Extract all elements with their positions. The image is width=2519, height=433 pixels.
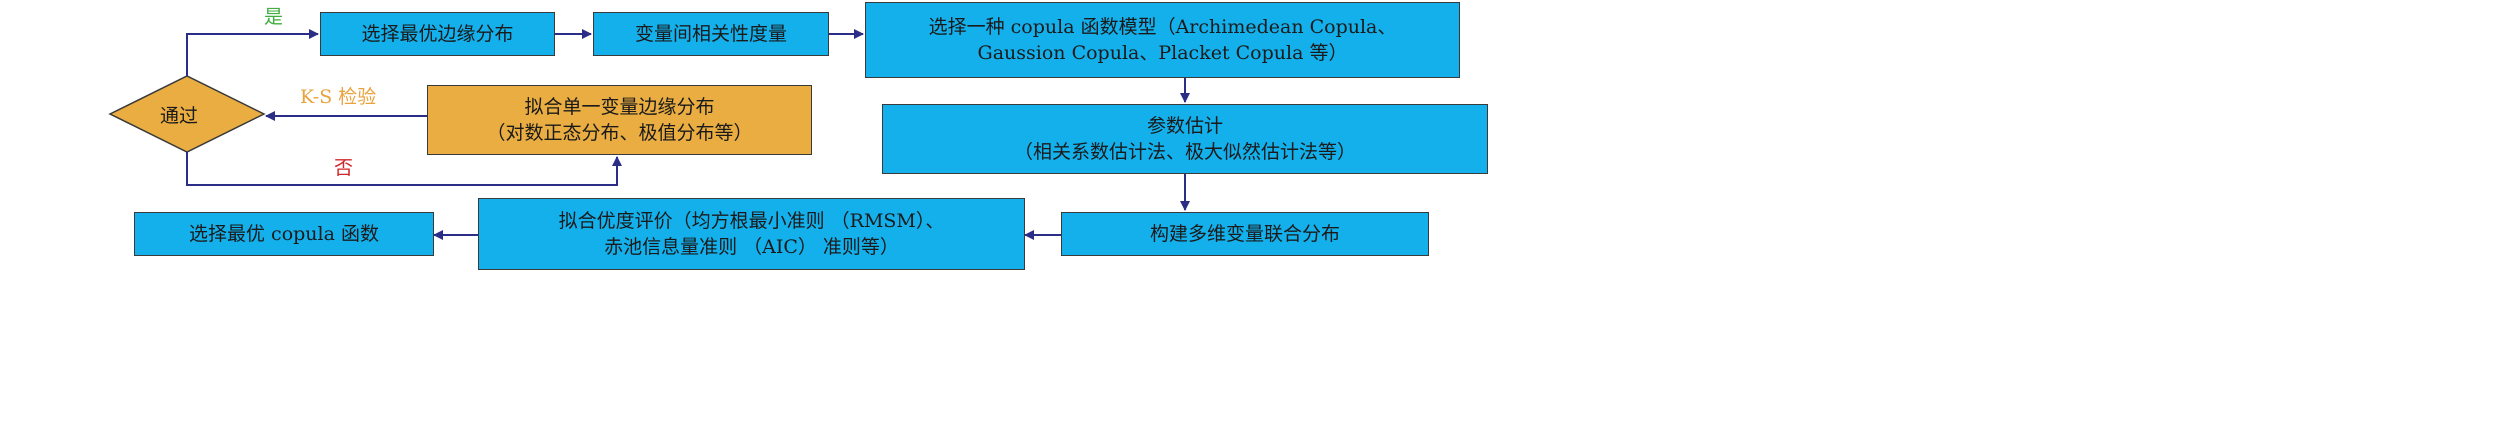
node-select-best-marginal: 选择最优边缘分布	[320, 12, 555, 56]
no-connector	[186, 152, 622, 186]
node-goodness-of-fit-line1: 拟合优度评价（均方根最小准则 （RMSM）、	[558, 210, 945, 232]
node-fit-single-marginal-line1: 拟合单一变量边缘分布	[524, 96, 715, 118]
node-fit-single-marginal-line2: （对数正态分布、极值分布等）	[486, 122, 753, 144]
decision-label: 通过	[160, 105, 199, 127]
node-correlation-measure: 变量间相关性度量	[593, 12, 829, 56]
node-goodness-of-fit: 拟合优度评价（均方根最小准则 （RMSM）、 赤池信息量准则 （AIC） 准则等…	[478, 198, 1025, 270]
connector-layer	[108, 29, 1190, 240]
node-copula-model: 选择一种 copula 函数模型（Archimedean Copula、 Gau…	[865, 2, 1460, 78]
edge-label-ks-test: K-S 检验	[300, 86, 377, 108]
node-correlation-measure-text: 变量间相关性度量	[634, 23, 787, 45]
node-select-best-copula-text: 选择最优 copula 函数	[189, 223, 379, 245]
node-select-best-marginal-text: 选择最优边缘分布	[361, 23, 514, 45]
node-parameter-estimation-line1: 参数估计	[1146, 115, 1223, 137]
node-fit-single-marginal: 拟合单一变量边缘分布 （对数正态分布、极值分布等）	[427, 85, 812, 155]
flowchart: 通过 选择最优边缘分布 变量间相关性度量 选择一种 copula 函数模型（Ar…	[0, 0, 1568, 272]
node-goodness-of-fit-line2: 赤池信息量准则 （AIC） 准则等）	[604, 236, 899, 258]
node-parameter-estimation: 参数估计 （相关系数估计法、极大似然估计法等）	[882, 104, 1488, 174]
yes-connector	[186, 29, 319, 76]
node-parameter-estimation-line2: （相关系数估计法、极大似然估计法等）	[1013, 141, 1356, 163]
node-copula-model-line1: 选择一种 copula 函数模型（Archimedean Copula、	[928, 16, 1397, 38]
edge-label-yes: 是	[264, 6, 284, 28]
node-select-best-copula: 选择最优 copula 函数	[134, 212, 434, 256]
node-joint-distribution-text: 构建多维变量联合分布	[1149, 223, 1340, 245]
node-copula-model-line2: Gaussion Copula、Placket Copula 等）	[977, 42, 1348, 64]
edge-label-no: 否	[334, 157, 354, 179]
decision-diamond	[108, 75, 266, 153]
node-joint-distribution: 构建多维变量联合分布	[1061, 212, 1429, 256]
